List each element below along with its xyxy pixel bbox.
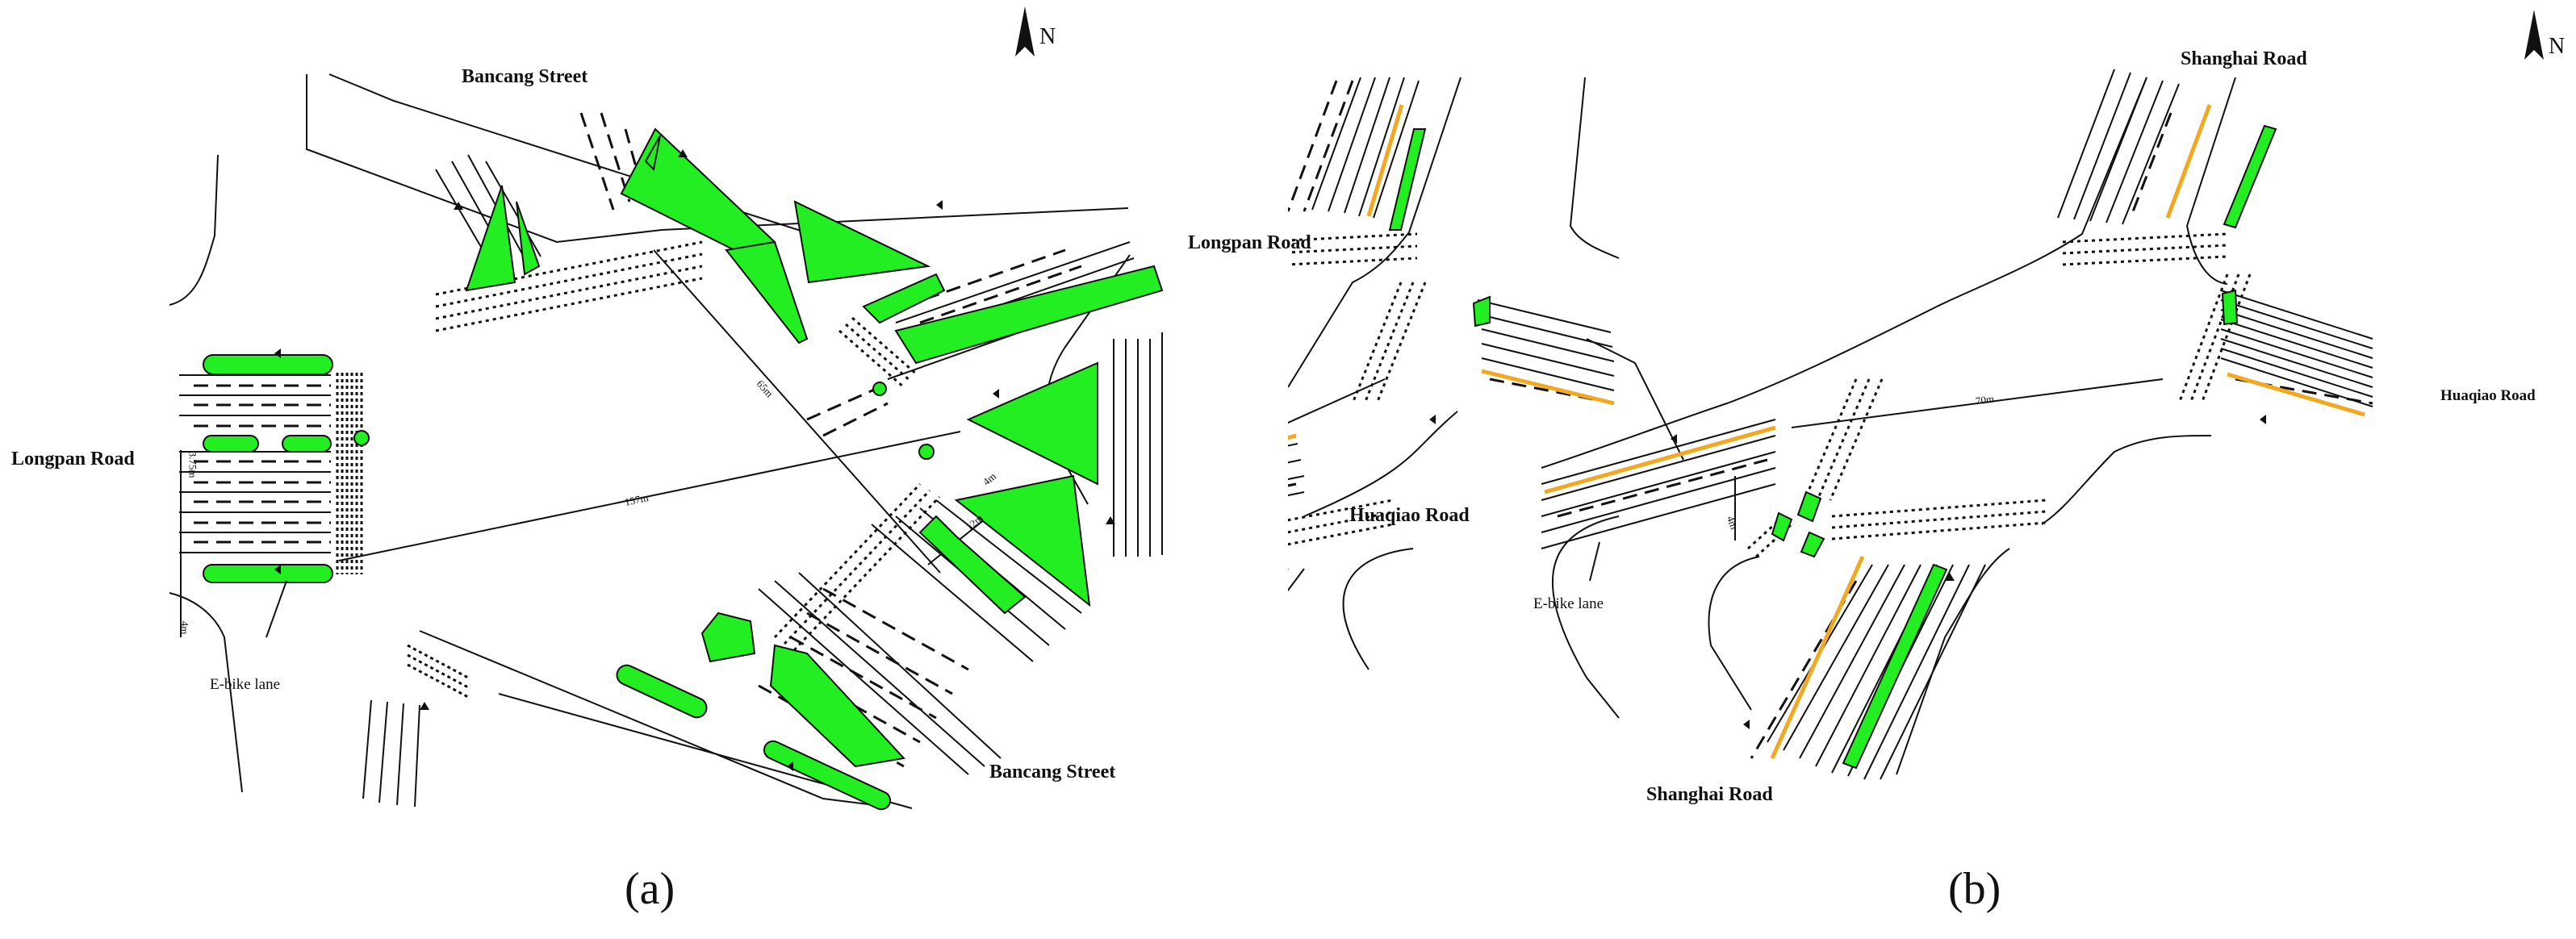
island xyxy=(465,185,516,292)
crosswalks-a xyxy=(336,240,941,699)
island xyxy=(700,611,756,663)
traffic-islands-a xyxy=(203,127,1164,811)
ebike-lane-label-b: E-bike lane xyxy=(1533,595,1604,612)
ebike-lane-label: E-bike lane xyxy=(210,676,281,693)
island xyxy=(793,200,931,284)
island xyxy=(918,444,935,460)
road-label-huaqiao-road-west: Huaqiao Road xyxy=(1349,505,1470,526)
dimension-ebike-width: 4m xyxy=(178,620,191,635)
crosswalk-west xyxy=(336,373,363,574)
island xyxy=(203,354,333,375)
island xyxy=(1472,295,1491,328)
ebike-pointer xyxy=(266,580,287,638)
island xyxy=(620,127,776,260)
island xyxy=(862,273,946,324)
traffic-islands-b xyxy=(1388,128,1491,328)
measure-157m xyxy=(338,431,961,561)
dimension-main-span-b: 70m xyxy=(1974,392,1995,407)
island xyxy=(872,382,887,396)
north-label: N xyxy=(1039,24,1056,49)
road-label-shanghai-road-south: Shanghai Road xyxy=(1646,784,1773,805)
crosswalk-southwest xyxy=(407,644,469,699)
road-label-bancang-street-north: Bancang Street xyxy=(462,66,588,87)
panel-a-bancang-longpan-intersection: Bancang Street Longpan Road Longpan Road… xyxy=(11,6,1311,914)
north-label-b: N xyxy=(2549,34,2566,59)
island xyxy=(966,361,1098,486)
island xyxy=(616,664,708,719)
curb-nw xyxy=(169,154,219,306)
crosswalk-southeast xyxy=(773,482,941,652)
road-label-longpan-road-west: Longpan Road xyxy=(11,449,135,470)
island xyxy=(644,135,661,172)
measure-65m xyxy=(653,249,941,574)
island xyxy=(769,644,905,768)
lane-arrows-b xyxy=(1429,415,1436,424)
island xyxy=(1388,128,1427,231)
island xyxy=(954,474,1091,607)
island xyxy=(282,435,332,453)
island xyxy=(516,201,541,276)
panel-b-map xyxy=(1288,77,1684,719)
caption-b: (b) xyxy=(1948,864,2001,914)
caption-a: (a) xyxy=(625,864,675,914)
island xyxy=(725,240,809,344)
road-label-huaqiao-road-east: Huaqiao Road xyxy=(2440,387,2536,404)
yellow-lines-b xyxy=(1288,104,1615,440)
panel-a-map xyxy=(169,6,1164,811)
island xyxy=(203,435,259,453)
road-label-bancang-street-south: Bancang Street xyxy=(989,762,1116,782)
measure-70m xyxy=(1288,378,1386,424)
north-arrow-icon xyxy=(1015,6,1035,56)
dimension-lane-width: 3.75m xyxy=(186,451,199,478)
island xyxy=(918,515,1027,615)
island xyxy=(763,740,892,811)
crosswalks-b xyxy=(1288,232,1427,546)
road-label-shanghai-road-north: Shanghai Road xyxy=(2181,48,2307,69)
island xyxy=(353,430,370,446)
road-label-longpan-road-east: Longpan Road xyxy=(1188,232,1311,253)
island xyxy=(894,265,1164,365)
panel-b-shanghai-huaqiao-intersection: Shanghai Road Huaqiao Road Huaqiao Road … xyxy=(1288,0,2576,939)
island xyxy=(203,564,333,583)
